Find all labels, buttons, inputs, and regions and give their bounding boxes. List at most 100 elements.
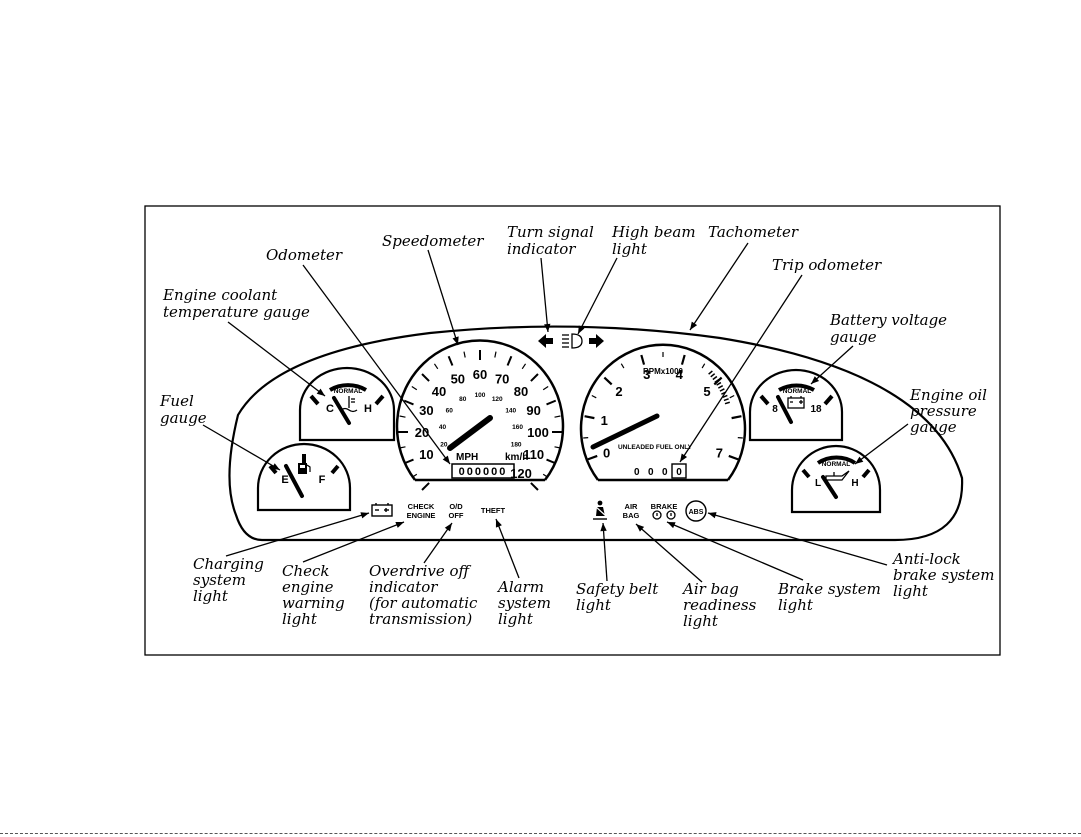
warning-lights: CHECK ENGINE O/D OFF THEFT AIR BAG BRAKE… xyxy=(371,500,707,522)
page-bottom-rule xyxy=(0,833,1081,834)
speedometer-kmh-label: 140 xyxy=(505,408,516,415)
speedometer-tick xyxy=(403,399,414,406)
speedometer-kmh-label: 120 xyxy=(492,396,503,403)
leader-speedometer xyxy=(427,249,459,346)
speedometer-tick xyxy=(403,458,414,465)
speedometer-mph-label: 120 xyxy=(510,466,532,481)
svg-text:Engine oil: Engine oil xyxy=(909,386,987,404)
tachometer-tick xyxy=(620,363,625,369)
overdrive-off-text: O/D xyxy=(449,502,463,511)
leader-coolant xyxy=(227,321,326,397)
speedometer-tick xyxy=(463,351,466,358)
unleaded-fuel-label: UNLEADED FUEL ONLY xyxy=(618,444,693,451)
svg-text:light: light xyxy=(282,610,318,628)
svg-text:Safety belt: Safety belt xyxy=(576,580,659,598)
speedometer-tick xyxy=(554,415,561,418)
svg-text:gauge: gauge xyxy=(160,409,207,427)
speedometer-mph-label: 90 xyxy=(526,403,540,418)
speedometer-tick xyxy=(433,363,439,370)
callout-air-bag: Air bag readiness light xyxy=(681,580,757,630)
tachometer-number: 7 xyxy=(716,446,723,461)
speedometer-tick xyxy=(546,458,557,465)
overdrive-off-text: OFF xyxy=(449,511,464,520)
speedometer-kmh-label: 80 xyxy=(459,396,467,403)
speedometer-tick xyxy=(530,482,539,491)
battery-low-label: 8 xyxy=(772,404,778,415)
svg-text:Speedometer: Speedometer xyxy=(382,232,484,250)
speedometer-tick xyxy=(542,385,549,391)
speedometer-tick xyxy=(530,373,539,382)
svg-text:gauge: gauge xyxy=(910,418,957,436)
leader-odometer xyxy=(302,264,451,465)
callout-turn-signal: Turn signal indicator xyxy=(507,223,594,258)
battery-high-label: 18 xyxy=(810,404,822,415)
speedometer-tick xyxy=(399,415,406,418)
tachometer-number: 1 xyxy=(601,413,608,428)
check-engine-text: CHECK xyxy=(408,502,435,511)
speedometer-tick xyxy=(411,385,418,391)
callout-safety-belt: Safety belt light xyxy=(576,580,659,614)
abs-text: ABS xyxy=(689,509,704,516)
tachometer-tick xyxy=(728,454,739,461)
air-bag-text: AIR xyxy=(625,502,639,511)
oil-needle xyxy=(821,475,838,499)
trip-odometer-digit: 0 xyxy=(676,467,682,478)
fuel-needle xyxy=(284,464,304,498)
speedometer-tick xyxy=(542,473,549,479)
speedometer-kmh-label: 180 xyxy=(511,442,522,449)
tachometer-number: 0 xyxy=(603,446,610,461)
svg-text:Trip odometer: Trip odometer xyxy=(772,256,882,274)
callout-speedometer: Speedometer xyxy=(382,232,484,250)
callout-overdrive: Overdrive off indicator (for automatic t… xyxy=(369,562,478,628)
coolant-high-label: H xyxy=(364,403,372,415)
svg-text:Fuel: Fuel xyxy=(159,392,194,410)
high-beam-icon xyxy=(562,333,583,349)
svg-text:Engine coolant: Engine coolant xyxy=(162,286,278,304)
svg-text:Overdrive off: Overdrive off xyxy=(369,562,472,580)
speedometer-mph-label: 110 xyxy=(523,447,544,462)
svg-text:light: light xyxy=(612,240,648,258)
speedometer-tick xyxy=(494,351,497,358)
svg-text:Air bag: Air bag xyxy=(681,580,739,598)
svg-text:temperature gauge: temperature gauge xyxy=(163,303,310,321)
trip-odometer-digit: 0 xyxy=(662,467,668,478)
svg-text:warning: warning xyxy=(282,594,345,612)
callout-abs: Anti-lock brake system light xyxy=(891,550,994,600)
speedometer-mph-label: 10 xyxy=(419,447,433,462)
tachometer-number: 3 xyxy=(643,367,650,382)
check-engine-text: ENGINE xyxy=(407,511,436,520)
speedometer-tick xyxy=(411,473,418,479)
leader-tachometer xyxy=(689,242,749,331)
svg-text:readiness: readiness xyxy=(683,596,757,614)
tachometer-tick xyxy=(680,354,686,365)
tachometer-units: RPMx1000 xyxy=(643,367,684,376)
leader-fuel xyxy=(202,424,281,471)
speedometer-kmh-label: 160 xyxy=(512,424,523,431)
tachometer-tick xyxy=(640,354,646,365)
tachometer-number: 2 xyxy=(615,384,622,399)
callout-charging: Charging system light xyxy=(193,555,264,605)
air-bag-text: BAG xyxy=(623,511,640,520)
speedometer-tick xyxy=(521,363,527,370)
odometer-window xyxy=(451,463,515,479)
callout-battery: Battery voltage gauge xyxy=(829,311,947,346)
svg-text:Brake system: Brake system xyxy=(777,580,881,598)
svg-text:Alarm: Alarm xyxy=(496,578,544,596)
svg-text:Charging: Charging xyxy=(193,555,264,573)
fuel-gauge: E F xyxy=(256,442,352,512)
svg-text:transmission): transmission) xyxy=(369,610,472,628)
callout-odometer: Odometer xyxy=(266,246,343,264)
svg-text:system: system xyxy=(498,594,551,612)
svg-text:light: light xyxy=(193,587,229,605)
tachometer-needle xyxy=(590,413,660,450)
leader-overdrive xyxy=(423,522,453,564)
leader-battery xyxy=(810,345,854,385)
svg-text:Odometer: Odometer xyxy=(266,246,343,264)
speedometer-kmh-unit: km/h xyxy=(505,452,528,463)
cluster-outline xyxy=(228,325,964,542)
svg-text:pressure: pressure xyxy=(910,402,977,420)
speedometer-tick xyxy=(447,355,454,366)
leader-check-engine xyxy=(302,521,405,563)
speedometer-kmh-label: 20 xyxy=(440,442,448,449)
